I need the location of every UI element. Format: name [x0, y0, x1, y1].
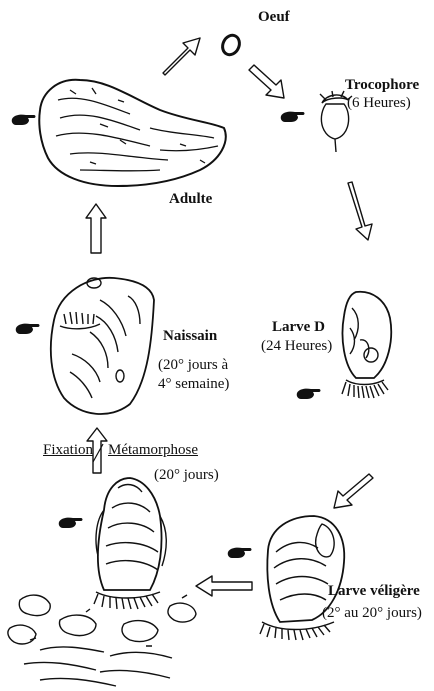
fixation-drawing [8, 478, 196, 686]
arrow-icon [86, 38, 373, 596]
metamorphose-label: Métamorphose [108, 441, 198, 459]
adult-oyster-drawing [39, 80, 225, 186]
pointing-hand-icon [281, 112, 305, 122]
pointing-hand-icon [16, 324, 40, 334]
larve-d-label: Larve D [272, 318, 325, 336]
larve-veligere-label: Larve véligère [328, 582, 420, 600]
fixation-time: (20° jours) [154, 466, 219, 484]
fixation-label: Fixation [43, 441, 93, 459]
larva-d-drawing [342, 292, 391, 398]
naissain-label: Naissain [163, 327, 217, 345]
trocophore-label: Trocophore [345, 76, 419, 94]
egg-drawing [220, 33, 243, 58]
larve-d-time: (24 Heures) [261, 337, 332, 355]
naissain-time-line2: 4° semaine) [158, 375, 229, 393]
pointing-hand-icon [228, 548, 252, 558]
oeuf-label: Oeuf [258, 8, 290, 26]
adulte-label: Adulte [169, 190, 212, 208]
pointing-hand-icon [59, 518, 83, 528]
larve-veligere-time: (2° au 20° jours) [322, 604, 422, 622]
pointing-hand-icon [297, 389, 321, 399]
naissain-time-line1: (20° jours à [158, 356, 228, 374]
trocophore-time: (6 Heures) [347, 94, 411, 112]
pointing-hand-icon [12, 115, 36, 125]
spat-drawing [51, 278, 154, 414]
